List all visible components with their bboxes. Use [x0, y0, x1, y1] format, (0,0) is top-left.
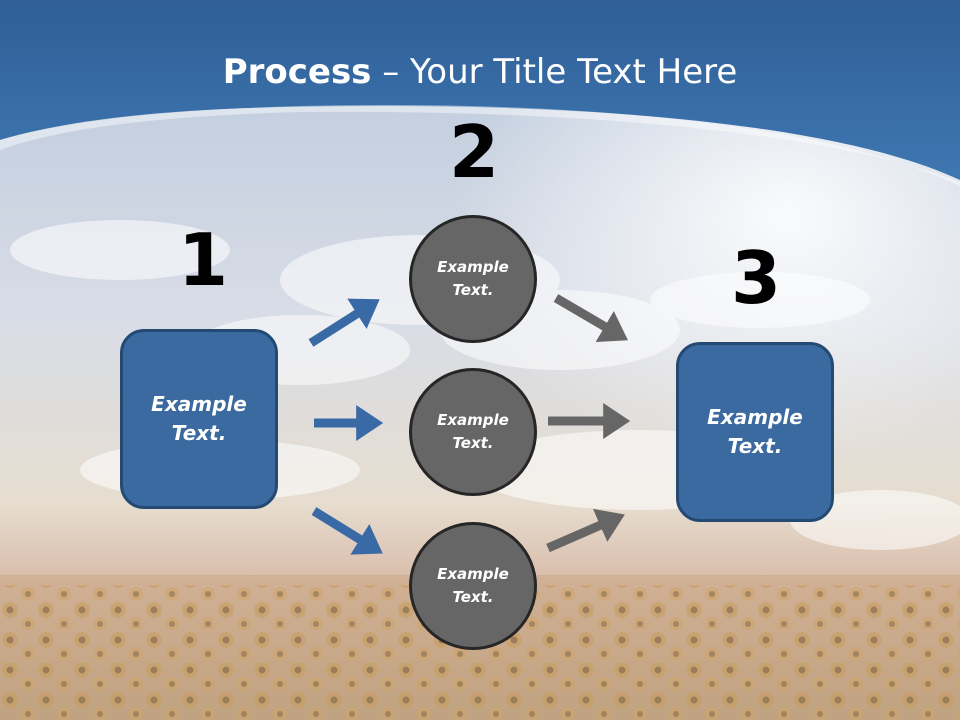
step-number-2: 2 — [449, 110, 500, 194]
circle-top-text: Example Text. — [437, 258, 509, 299]
circle-middle-text: Example Text. — [437, 411, 509, 452]
step-number-1: 1 — [178, 218, 229, 302]
title-bold: Process — [222, 52, 372, 92]
step-2-circle-middle: Example Text. — [409, 368, 537, 496]
step-1-box: Example Text. — [120, 329, 278, 509]
step-3-box: Example Text. — [676, 342, 834, 522]
slide-title: Process – Your Title Text Here — [0, 52, 960, 92]
circle-bottom-text: Example Text. — [437, 565, 509, 606]
arrow-from-top-circle — [553, 294, 628, 343]
arrow-from-bottom-circle — [546, 508, 625, 553]
step-2-circle-top: Example Text. — [409, 215, 537, 343]
step-number-3: 3 — [731, 236, 782, 320]
step-1-text: Example Text. — [151, 392, 247, 445]
arrow-to-top-circle — [308, 298, 380, 347]
step-3-text: Example Text. — [707, 405, 803, 458]
step-2-circle-bottom: Example Text. — [409, 522, 537, 650]
title-rest: – Your Title Text Here — [371, 52, 738, 92]
arrow-to-bottom-circle — [311, 507, 383, 555]
